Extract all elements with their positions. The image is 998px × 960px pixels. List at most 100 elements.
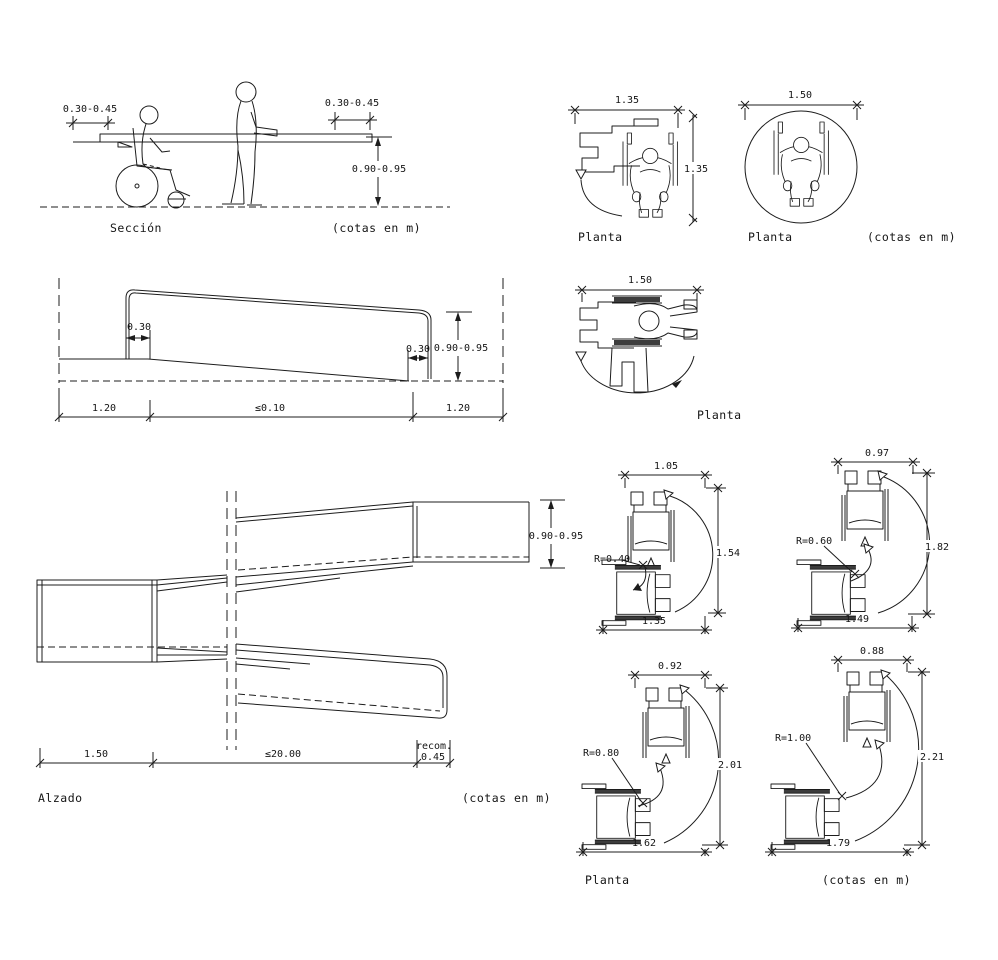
dim-text: 1.49 xyxy=(845,614,869,625)
planta-transfer-view: 1.50 Planta xyxy=(575,275,741,422)
dim-text: 0.90-0.95 xyxy=(352,164,406,175)
upper-ramp xyxy=(235,501,530,593)
seccion-view: 0.30-0.45 0.30-0.45 0.90-0.95 Sección (c… xyxy=(40,81,450,235)
units-note: (cotas en m) xyxy=(332,221,421,235)
dim-right-overhang: 0.30-0.45 xyxy=(325,98,379,130)
dim-height: 1.35 xyxy=(682,109,709,227)
dim-text: 0.97 xyxy=(865,448,889,459)
dim-text: 1.05 xyxy=(654,461,678,472)
dim-text: 1.35 xyxy=(615,95,639,106)
wheelchair-plan-icon xyxy=(622,132,678,218)
approach-arc xyxy=(575,169,623,217)
giro-diagram-r060: R=0.60 0.97 1.82 1.49 xyxy=(791,448,951,633)
wheelchair-up-icon xyxy=(843,671,891,748)
dim-text: 0.90-0.95 xyxy=(434,343,488,354)
dim-text: 1.35 xyxy=(684,164,708,175)
dim-right: 2.21 xyxy=(904,667,946,850)
break-lines xyxy=(226,491,237,750)
dim-text: 0.90-0.95 xyxy=(529,531,583,542)
planta-frontal-view: 1.35 1.35 Planta xyxy=(568,95,709,244)
dim-text: 1.62 xyxy=(632,838,656,849)
dim-text: 1.50 xyxy=(84,749,108,760)
units-note: (cotas en m) xyxy=(867,230,956,244)
dim-text: 1.35 xyxy=(642,616,666,627)
standing-person xyxy=(222,81,278,206)
rotation-center-mark xyxy=(850,569,860,579)
dim-text: 1.50 xyxy=(788,90,812,101)
wheelchair-up-icon xyxy=(627,491,675,568)
planta-label: Planta xyxy=(748,230,793,244)
seccion-label: Sección xyxy=(110,221,162,235)
dim-diameter: 1.50 xyxy=(738,90,864,120)
turning-circle xyxy=(744,110,858,224)
wheelchair-user-side xyxy=(115,105,191,209)
giro-diagram-r040: R=0.40 1.05 1.54 1.35 xyxy=(594,461,742,635)
dim-table-height: 0.90-0.95 xyxy=(352,136,406,206)
dim-top: 1.05 xyxy=(618,461,712,488)
alzado-view: 0.90-0.95 1.50 ≤20.00 recom. 0.45 Alzado… xyxy=(35,491,583,805)
turn-envelope-arc xyxy=(663,690,720,844)
dim-text: 0.92 xyxy=(658,661,682,672)
planta-giro-circle-view: 1.50 Planta (cotas en m) xyxy=(738,90,956,244)
break-lines xyxy=(58,278,504,383)
floor xyxy=(59,358,503,382)
dim-rail-height: 0.90-0.95 xyxy=(434,311,488,381)
transfer-figure xyxy=(579,295,698,393)
dim-rail-right: 0.30 xyxy=(406,344,430,381)
alzado-label: Alzado xyxy=(38,791,83,805)
dim-bottom: 1.62 xyxy=(576,838,712,857)
dim-bottom: 1.50 ≤20.00 recom. 0.45 xyxy=(35,740,455,768)
dim-text: 1.20 xyxy=(446,403,470,414)
dim-text: 1.50 xyxy=(628,275,652,286)
transfer-arc xyxy=(575,351,695,394)
table-surface xyxy=(73,133,373,148)
lower-ramp xyxy=(235,643,448,719)
dim-text: 0.30-0.45 xyxy=(63,104,117,115)
dim-text: 1.54 xyxy=(716,548,740,559)
dim-width: 1.35 xyxy=(568,95,685,128)
radius-text: R=0.80 xyxy=(583,748,619,759)
dim-rail-height: 0.90-0.95 xyxy=(529,499,583,569)
dim-text: 0.30 xyxy=(406,344,430,355)
turn-envelope-arc xyxy=(669,495,714,613)
dim-text: recom. xyxy=(416,741,452,752)
planta-label: Planta xyxy=(578,230,623,244)
rotation-center-mark xyxy=(638,560,648,570)
dim-text: 2.01 xyxy=(718,760,742,771)
dim-top: 0.92 xyxy=(628,661,712,688)
turn-envelope-arc xyxy=(854,675,920,842)
dim-bottom: 1.35 xyxy=(596,616,712,635)
wheelchair-plan-icon xyxy=(773,121,829,207)
handrail xyxy=(125,289,432,379)
dim-text: 0.30-0.45 xyxy=(325,98,379,109)
dim-rail-left: 0.30 xyxy=(126,322,151,359)
units-note: (cotas en m) xyxy=(462,791,551,805)
radius-text: R=1.00 xyxy=(775,733,811,744)
dim-text: 0.45 xyxy=(421,752,445,763)
giro-diagram-r080: R=0.80 0.92 2.01 1.62 xyxy=(576,661,744,857)
dim-text: 2.21 xyxy=(920,752,944,763)
giro-diagram-r100: R=1.00 0.88 2.21 1.79 xyxy=(765,646,946,857)
dim-right: 1.82 xyxy=(908,468,951,619)
giros-units-note: (cotas en m) xyxy=(822,873,911,887)
wheelchair-up-icon xyxy=(841,470,889,547)
wheelchair-up-icon xyxy=(642,687,690,764)
dim-top: 0.97 xyxy=(831,448,920,474)
dim-text: 1.79 xyxy=(826,838,850,849)
dim-right: 2.01 xyxy=(702,683,744,850)
dim-left-overhang: 0.30-0.45 xyxy=(63,104,117,130)
giros-planta-label: Planta xyxy=(585,873,630,887)
dim-text: ≤0.10 xyxy=(255,403,285,414)
dim-bottom: 1.79 xyxy=(765,838,914,857)
radius-text: R=0.40 xyxy=(594,554,630,565)
rampa-section-view: 0.30 0.30 0.90-0.95 1.20 ≤0.10 1.20 xyxy=(54,278,508,422)
dim-bottom: 1.49 xyxy=(791,614,919,633)
dim-top: 0.88 xyxy=(831,646,914,672)
table-plan-shape xyxy=(579,118,659,173)
dim-text: 0.88 xyxy=(860,646,884,657)
radius-text: R=0.60 xyxy=(796,536,832,547)
dim-right: 1.54 xyxy=(706,483,742,618)
dim-text: 1.82 xyxy=(925,542,949,553)
